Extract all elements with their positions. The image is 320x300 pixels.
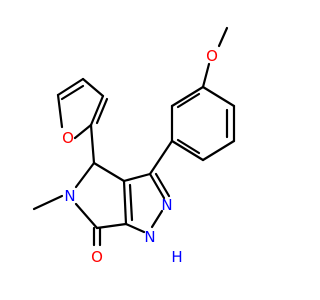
bond-fc5-o bbox=[56, 93, 64, 129]
bond-c3-n2 bbox=[148, 172, 166, 200]
bond-n1-c7a bbox=[124, 222, 146, 234]
atom-ring-nitrogen: N bbox=[64, 187, 75, 205]
bond-c7a-c3a-double bbox=[128, 183, 134, 222]
bond-c7a-c3a bbox=[122, 179, 128, 226]
bonds bbox=[32, 26, 236, 247]
bond-c3a-c3 bbox=[122, 172, 152, 183]
bond-fc3-fc4 bbox=[81, 77, 105, 98]
bond-ar6-inner bbox=[176, 92, 201, 109]
atom-nh-hydrogen: H bbox=[171, 248, 182, 266]
bond-n5-methyl bbox=[32, 194, 64, 211]
structure-canvas: O O N N N H O bbox=[32, 26, 236, 266]
bond-methyl-o bbox=[217, 26, 229, 48]
bond-fc4-fc5 bbox=[56, 77, 85, 97]
atom-pyrazole-nitrogen: N bbox=[161, 196, 172, 214]
bond-fc2-fc3-double bbox=[95, 97, 109, 125]
bond-c3-n2-double bbox=[154, 172, 171, 198]
bond-fc2-fc3 bbox=[89, 94, 105, 127]
atom-methoxy-oxygen: O bbox=[206, 47, 218, 65]
bond-c3a-c4 bbox=[92, 161, 126, 183]
bond-n5-c6 bbox=[74, 202, 99, 230]
molecule-structure: O O N N N H O bbox=[32, 26, 236, 266]
bond-c4-furan bbox=[89, 123, 96, 165]
atom-furan-oxygen: O bbox=[62, 129, 74, 147]
bond-o-aryl bbox=[201, 62, 211, 89]
atom-pyrazole-nh: N bbox=[144, 228, 155, 246]
bond-c6-c7a bbox=[95, 222, 128, 230]
bond-n2-n1 bbox=[150, 209, 164, 229]
atom-labels: O O N N N H O bbox=[62, 47, 218, 266]
bond-o-fc2 bbox=[73, 123, 93, 140]
bond-ar6 bbox=[170, 85, 205, 108]
bond-ar4-inner bbox=[176, 138, 201, 155]
bond-fc4-fc5-double bbox=[60, 84, 85, 101]
bond-c4-n5 bbox=[74, 161, 96, 189]
bond-ar3 bbox=[201, 139, 236, 162]
bond-ar4 bbox=[170, 139, 205, 162]
bond-aryl-pyrazole bbox=[148, 139, 174, 176]
bond-ar1 bbox=[201, 85, 236, 108]
atom-carbonyl-oxygen: O bbox=[91, 248, 103, 266]
